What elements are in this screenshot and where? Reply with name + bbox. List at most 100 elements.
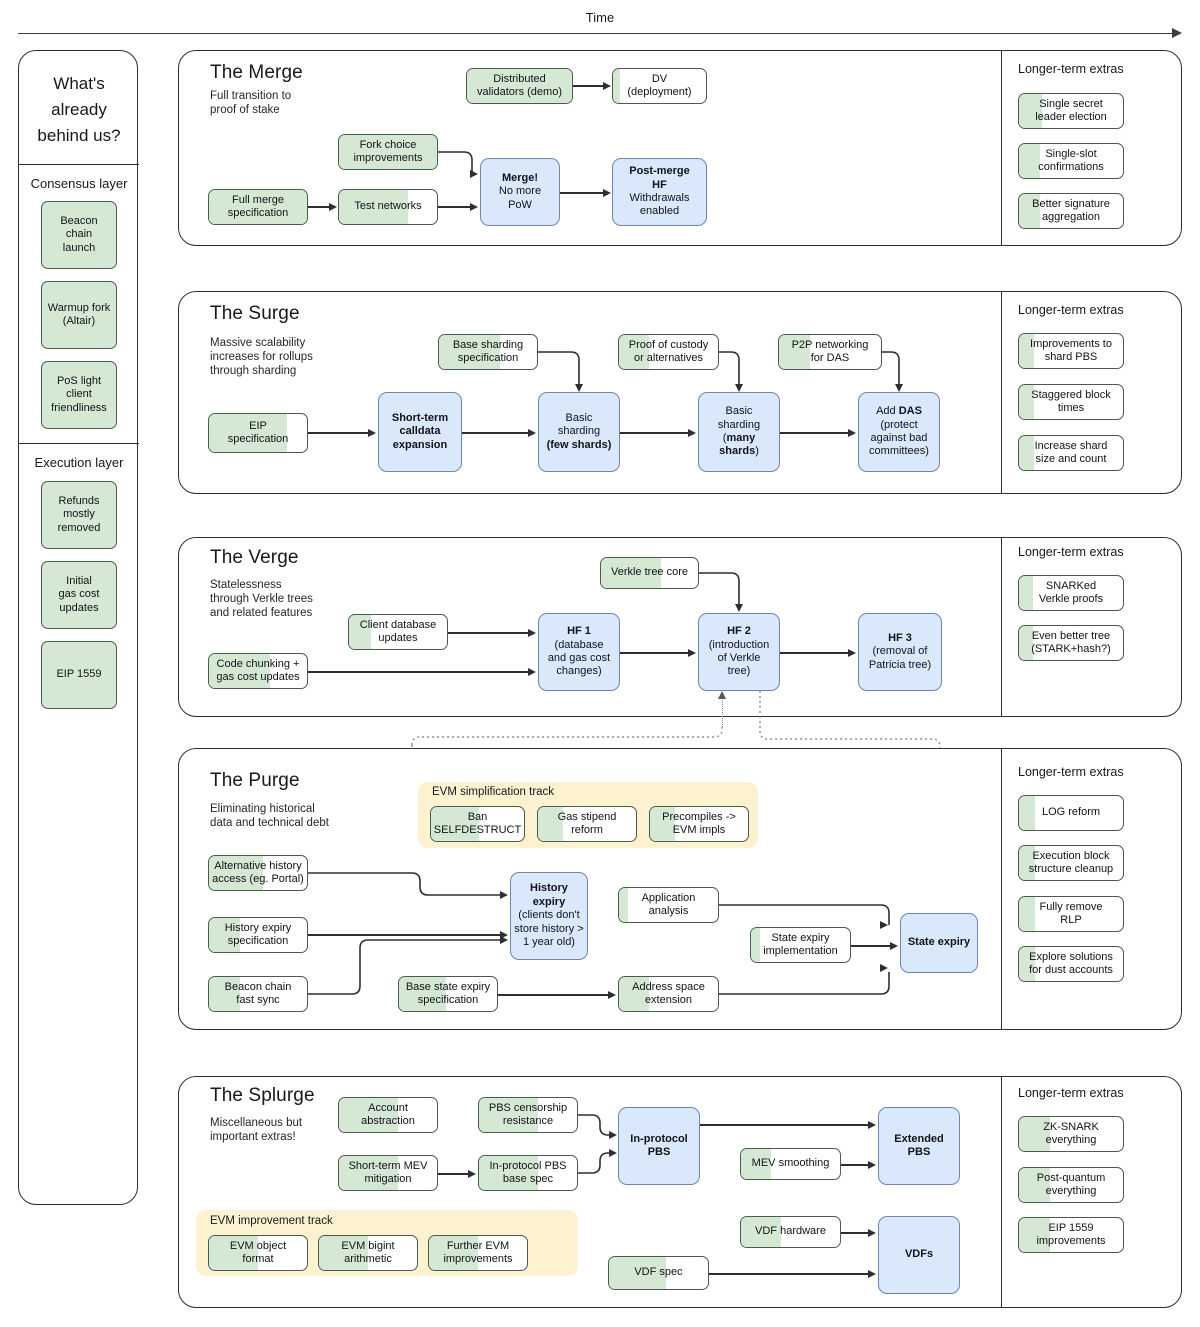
edge-hf2-hf3 xyxy=(780,652,849,654)
extra-even-better-tree[interactable]: Even better tree(STARK+hash?) xyxy=(1018,625,1124,661)
node-vdf-hardware[interactable]: VDF hardware xyxy=(740,1216,841,1248)
node-vdfs[interactable]: VDFs xyxy=(878,1216,960,1294)
edge-testnets-merge xyxy=(438,206,471,208)
edge-fullmerge-arrow-icon xyxy=(329,202,337,211)
node-code-chunking-gas-cost-updates[interactable]: Code chunking +gas cost updates xyxy=(208,653,308,689)
already-behind-us-panel: What's already behind us? Consensus laye… xyxy=(18,50,139,1205)
edge-chunking-arrow-icon xyxy=(528,667,536,676)
track-item-precompiles-evm-impls[interactable]: Precompiles ->EVM impls xyxy=(649,806,749,842)
edge-appanalysis-arrow-icon xyxy=(880,921,888,929)
extra-log-reform[interactable]: LOG reform xyxy=(1018,795,1124,831)
node-test-networks[interactable]: Test networks xyxy=(338,189,438,225)
edge-clientdb-hf1 xyxy=(448,632,529,634)
edge-many-das xyxy=(780,432,849,434)
extras-title-merge: Longer-term extras xyxy=(1018,62,1124,76)
edge-eip-arrow-icon xyxy=(368,428,376,437)
edge-eip-calldata xyxy=(308,432,369,434)
node-vdf-spec[interactable]: VDF spec xyxy=(608,1256,709,1290)
node-verkle-tree-core[interactable]: Verkle tree core xyxy=(600,557,699,589)
rail-item-eip-1559[interactable]: EIP 1559 xyxy=(41,641,117,709)
node-state-expiry[interactable]: State expiry xyxy=(900,913,978,973)
phase-title-surge: The Surge xyxy=(210,303,300,324)
dotted-hf2-to-state-expiry xyxy=(759,691,941,915)
node-mev-smoothing[interactable]: MEV smoothing xyxy=(740,1148,841,1180)
edge-pbscensor-inpbs xyxy=(578,1114,610,1136)
edge-mevsmooth-extpbs xyxy=(841,1164,869,1166)
node-dv-deployment[interactable]: DV(deployment) xyxy=(612,68,707,104)
rail-item-warmup-fork-altair[interactable]: Warmup fork(Altair) xyxy=(41,281,117,349)
edge-merge-arrow-icon xyxy=(603,188,611,197)
evm-simplification-track-title: EVM simplification track xyxy=(432,786,555,798)
edge-clientdb-arrow-icon xyxy=(528,628,536,637)
extra-label: Even better tree(STARK+hash?) xyxy=(1031,629,1111,655)
evm-improvement-track-title: EVM improvement track xyxy=(210,1215,333,1227)
phase-title-splurge: The Splurge xyxy=(210,1085,315,1106)
edge-few-arrow-icon xyxy=(688,428,696,437)
left-rail-divider-2 xyxy=(19,443,139,444)
